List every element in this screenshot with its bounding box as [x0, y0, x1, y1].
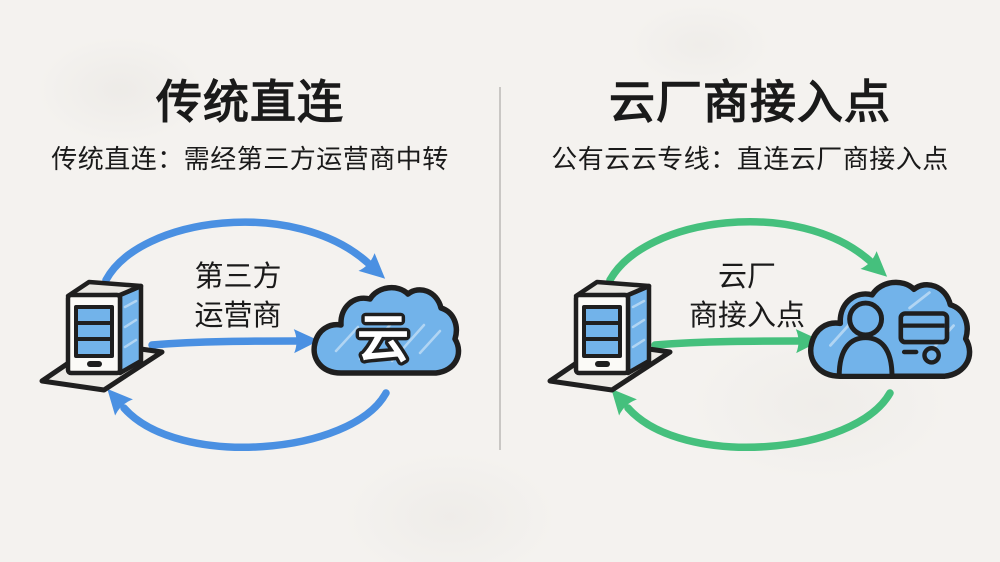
- panel-divider: [499, 87, 501, 450]
- right-arrow-label-line2: 商接入点: [689, 299, 805, 332]
- right-subtitle: 公有云云专线：直连云厂商接入点: [551, 143, 949, 174]
- cloud-glyph-char: 云: [357, 311, 409, 369]
- left-direct-arrow: [148, 328, 320, 354]
- server-icon: [550, 282, 670, 390]
- cloud-icon: 云: [314, 288, 458, 373]
- right-diagram: 云厂 商接入点: [500, 218, 1000, 451]
- person-icon: [836, 300, 895, 379]
- left-top-arc-arrow: [102, 218, 394, 288]
- right-arrow-label-line1: 云厂: [718, 261, 776, 293]
- left-return-arc-arrow: [98, 380, 390, 451]
- left-arrow-label-line1: 第三方: [194, 260, 281, 293]
- right-panel: 云厂商接入点 公有云云专线：直连云厂商接入点 云厂 商接入点: [500, 0, 1000, 562]
- right-top-arc-arrow: [606, 218, 896, 286]
- left-title: 传统直连: [156, 76, 344, 128]
- right-direct-arrow: [651, 328, 822, 354]
- left-arrow-label-line2: 运营商: [194, 299, 281, 332]
- left-diagram: 第三方 运营商 云: [0, 218, 500, 451]
- right-title: 云厂商接入点: [609, 76, 891, 128]
- cloud-user-icon: [811, 282, 970, 376]
- right-return-arc-arrow: [602, 380, 894, 451]
- left-subtitle: 传统直连：需经第三方运营商中转: [51, 143, 449, 174]
- console-icon: [898, 311, 950, 365]
- left-panel: 传统直连 传统直连：需经第三方运营商中转 第三方 运营商: [0, 76, 500, 451]
- server-icon: [42, 282, 162, 390]
